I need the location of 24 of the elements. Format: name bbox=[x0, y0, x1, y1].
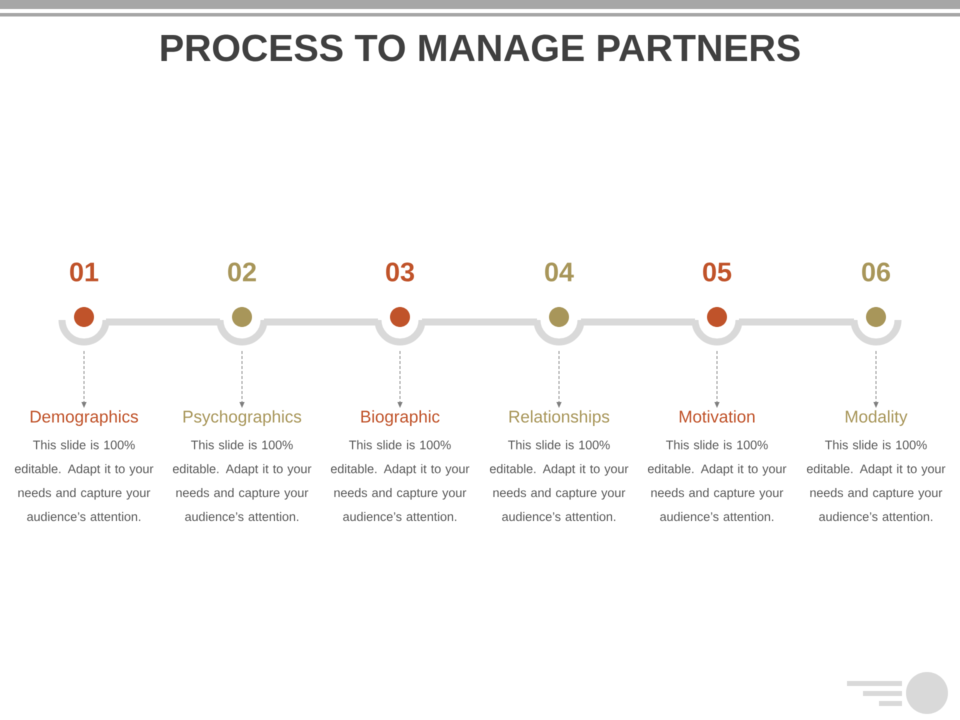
step-number: 05 bbox=[703, 262, 732, 282]
step-number: 02 bbox=[228, 262, 256, 282]
track-bar bbox=[264, 318, 378, 326]
step-heading: Relationships bbox=[510, 410, 610, 426]
step-number: 06 bbox=[862, 262, 890, 282]
step-number: 03 bbox=[386, 262, 414, 282]
track-bar bbox=[422, 318, 537, 326]
description: This slide is 100% editable. Adapt it to your needs and capture your audience’s attention. bbox=[806, 440, 946, 522]
step-number: 01 bbox=[70, 262, 98, 282]
step-heading: Biographic bbox=[361, 410, 440, 426]
description: This slide is 100% editable. Adapt it to your needs and capture your audience’s attention. bbox=[490, 440, 628, 522]
step-number: 04 bbox=[545, 262, 574, 282]
step-heading: Modality bbox=[846, 410, 908, 426]
track-bar bbox=[739, 318, 854, 326]
description: This slide is 100% editable. Adapt it to your needs and capture your audience’s attention. bbox=[648, 440, 786, 522]
step-heading: Psychographics bbox=[184, 410, 302, 426]
step-heading: Demographics bbox=[30, 410, 138, 426]
track-bar bbox=[106, 318, 220, 326]
description: This slide is 100% editable. Adapt it to your needs and capture your audience’s attention. bbox=[14, 440, 154, 522]
description: This slide is 100% editable. Adapt it to your needs and capture your audience’s attention. bbox=[172, 440, 312, 522]
title: PROCESS TO MANAGE PARTNERS bbox=[161, 34, 800, 62]
track-bar bbox=[581, 318, 695, 326]
description: This slide is 100% editable. Adapt it to your needs and capture your audience’s attention. bbox=[330, 440, 470, 522]
step-heading: Motivation bbox=[680, 410, 754, 423]
